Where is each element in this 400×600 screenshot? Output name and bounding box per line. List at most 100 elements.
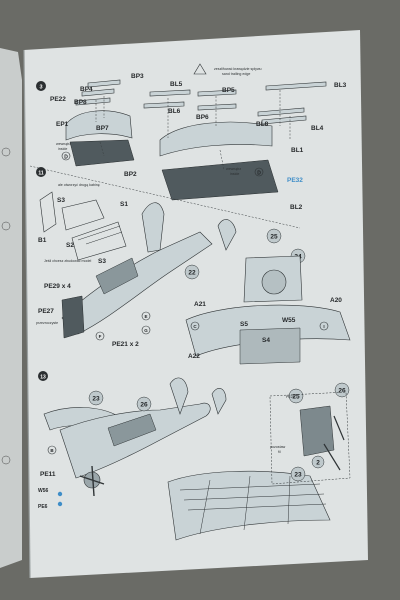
callout-2-text: 2 (316, 460, 320, 467)
note-fil: fil (278, 450, 281, 454)
label-pe32: PE32 (287, 177, 303, 184)
label-pe27: PE27 (38, 308, 54, 315)
label-a21: A21 (194, 301, 206, 308)
right-wing-upper (159, 121, 273, 157)
paint-dot (57, 491, 63, 497)
nose (61, 295, 85, 339)
step-number-13 (38, 371, 48, 381)
label-s5: S5 (240, 321, 248, 328)
label-a22: A22 (188, 353, 200, 360)
label-bl5: BL5 (170, 81, 183, 88)
step-number-3-text: 3 (39, 85, 42, 91)
callout-23-lower-text: 23 (294, 472, 302, 479)
callout-25 (266, 228, 282, 244)
callout-g (141, 325, 151, 335)
label-bp7: BP7 (96, 125, 109, 132)
left-wing-upper (65, 110, 133, 141)
warning-icon (193, 63, 207, 75)
label-bl8: BL8 (256, 121, 269, 128)
part-bp3 (87, 79, 121, 88)
callout-25-detail (288, 388, 304, 404)
label-ep1: EP1 (56, 121, 69, 128)
wing-bay (239, 327, 301, 365)
label-bl6: BL6 (168, 108, 181, 115)
label-pe11: PE11 (40, 471, 56, 478)
label-s2: S2 (66, 242, 74, 249)
callout-2 (311, 455, 325, 469)
part-s1-frame (61, 199, 105, 231)
assembled-canopy (107, 413, 157, 447)
callout-26-text: 26 (140, 402, 148, 409)
callout-25-text: 25 (270, 234, 278, 241)
paint-dot-2 (57, 501, 63, 507)
label-w55: W55 (282, 317, 296, 324)
note-inside-pl-right: wewnątrz (226, 167, 241, 171)
note-inside-left: inside (58, 147, 67, 151)
part-bl4 (261, 115, 307, 125)
part-bp6 (197, 103, 237, 111)
label-bp2: BP2 (124, 171, 137, 178)
note-inside-right: inside (230, 172, 239, 176)
label-bl1: BL1 (291, 147, 304, 154)
callout-d-right-text: D (257, 171, 261, 177)
label-pe21: PE21 x 2 (112, 341, 139, 348)
callout-c-text: C (193, 324, 197, 329)
step-number-11 (36, 167, 46, 177)
label-bp6: BP6 (196, 114, 209, 121)
note-inside-pl-left: wewnątrz (56, 142, 71, 146)
callout-i (319, 321, 329, 331)
step-number-11-text: 11 (38, 171, 44, 177)
callout-c (190, 321, 200, 331)
callout-e-text: E (144, 314, 147, 319)
note-leave: pozostaw (270, 445, 286, 449)
label-b1: B1 (38, 237, 47, 244)
label-w56: W56 (38, 488, 49, 494)
callout-26-detail-text: 26 (338, 388, 346, 395)
step-number-3 (36, 81, 46, 91)
callout-23 (88, 390, 104, 406)
callout-22 (184, 264, 200, 280)
callout-d-right (254, 167, 264, 177)
assembled-tail-fin-right (211, 388, 227, 415)
callout-f (95, 331, 105, 341)
assembled-fuselage (59, 402, 211, 479)
callout-25-detail-text: 25 (292, 394, 300, 401)
label-bl3: BL3 (334, 82, 347, 89)
left-wing-lower (69, 139, 135, 167)
part-bl8 (257, 107, 305, 117)
label-bl4: BL4 (311, 125, 324, 132)
part-s2-canopy (71, 221, 127, 261)
label-s4: S4 (262, 337, 270, 344)
step-wing-centre: 25 24 A21 A20 S5 W55 S4 A22 C I (185, 228, 351, 365)
part-bl3 (265, 81, 327, 91)
callout-g-text: G (144, 328, 148, 333)
assembled-tail-fin (169, 377, 189, 415)
label-s1: S1 (120, 201, 128, 208)
callout-22-text: 22 (188, 270, 196, 277)
right-wing-lower (161, 159, 279, 201)
part-bp4 (81, 88, 115, 97)
propeller-blades (79, 465, 105, 497)
adjacent-page (0, 48, 22, 568)
label-bp8: BP8 (74, 99, 87, 106)
tail-fin (141, 202, 165, 253)
callout-23-lower (290, 466, 306, 482)
part-bl5 (149, 89, 191, 97)
note-sand-en: sand trailing edge (222, 72, 250, 76)
note-canopy-en: Jeśli chcesz zbudować model (44, 259, 92, 263)
page-gutter (23, 49, 31, 579)
part-s3-left (39, 191, 57, 233)
label-pe22: PE22 (50, 96, 66, 103)
label-bp4: BP4 (80, 86, 93, 93)
note-clear-parts: przezroczyste (36, 321, 58, 325)
part-bl6 (143, 101, 185, 109)
callout-d-text: D (64, 155, 68, 161)
cockpit-opening (95, 257, 139, 295)
step-number-13-text: 13 (40, 375, 46, 381)
engine-cowling (299, 405, 335, 457)
detail-propeller (323, 415, 345, 471)
step-wings: 3 BP3 BL5 BL3 BP4 BP5 PE22 BP8 BL6 BP6 B… (36, 63, 347, 211)
label-bp5: BP5 (222, 87, 235, 94)
